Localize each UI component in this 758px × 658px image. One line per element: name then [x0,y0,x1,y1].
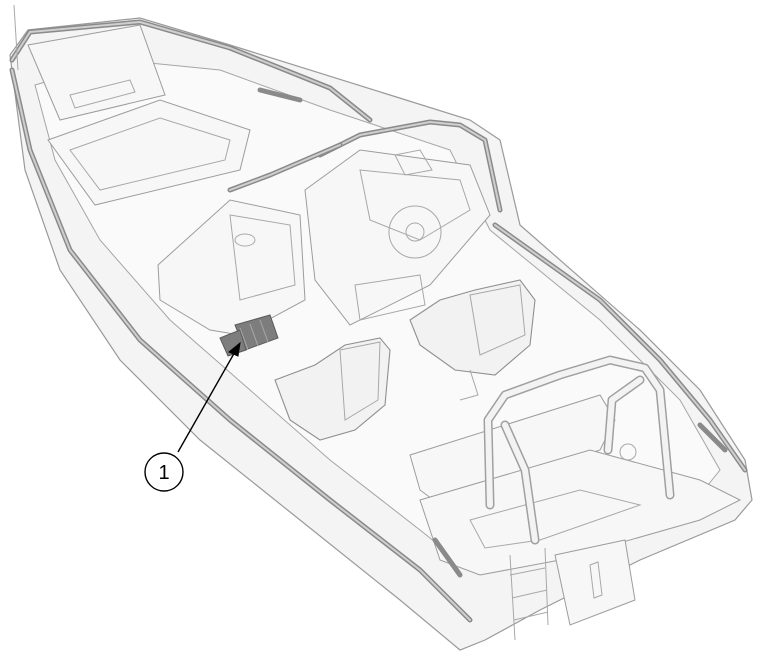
driver-seat [409,279,536,376]
callout-leader-line [177,349,237,453]
helm-console [304,149,491,326]
callout-label-1: 1 [158,462,169,484]
bow-grab-handle [257,87,303,103]
callout-arrowhead [228,341,241,357]
antenna [13,4,19,71]
passenger-seat [274,337,391,441]
callout-circle-1 [144,452,184,492]
stern-grab-handle [697,422,728,453]
steering-wheel [388,205,442,259]
port-console [157,199,306,336]
bow-locker [47,99,251,206]
side-grab-handle [432,537,463,578]
boarding-ladder [509,547,549,641]
engine-mount-plate [554,539,636,626]
bow-deck [27,24,166,121]
